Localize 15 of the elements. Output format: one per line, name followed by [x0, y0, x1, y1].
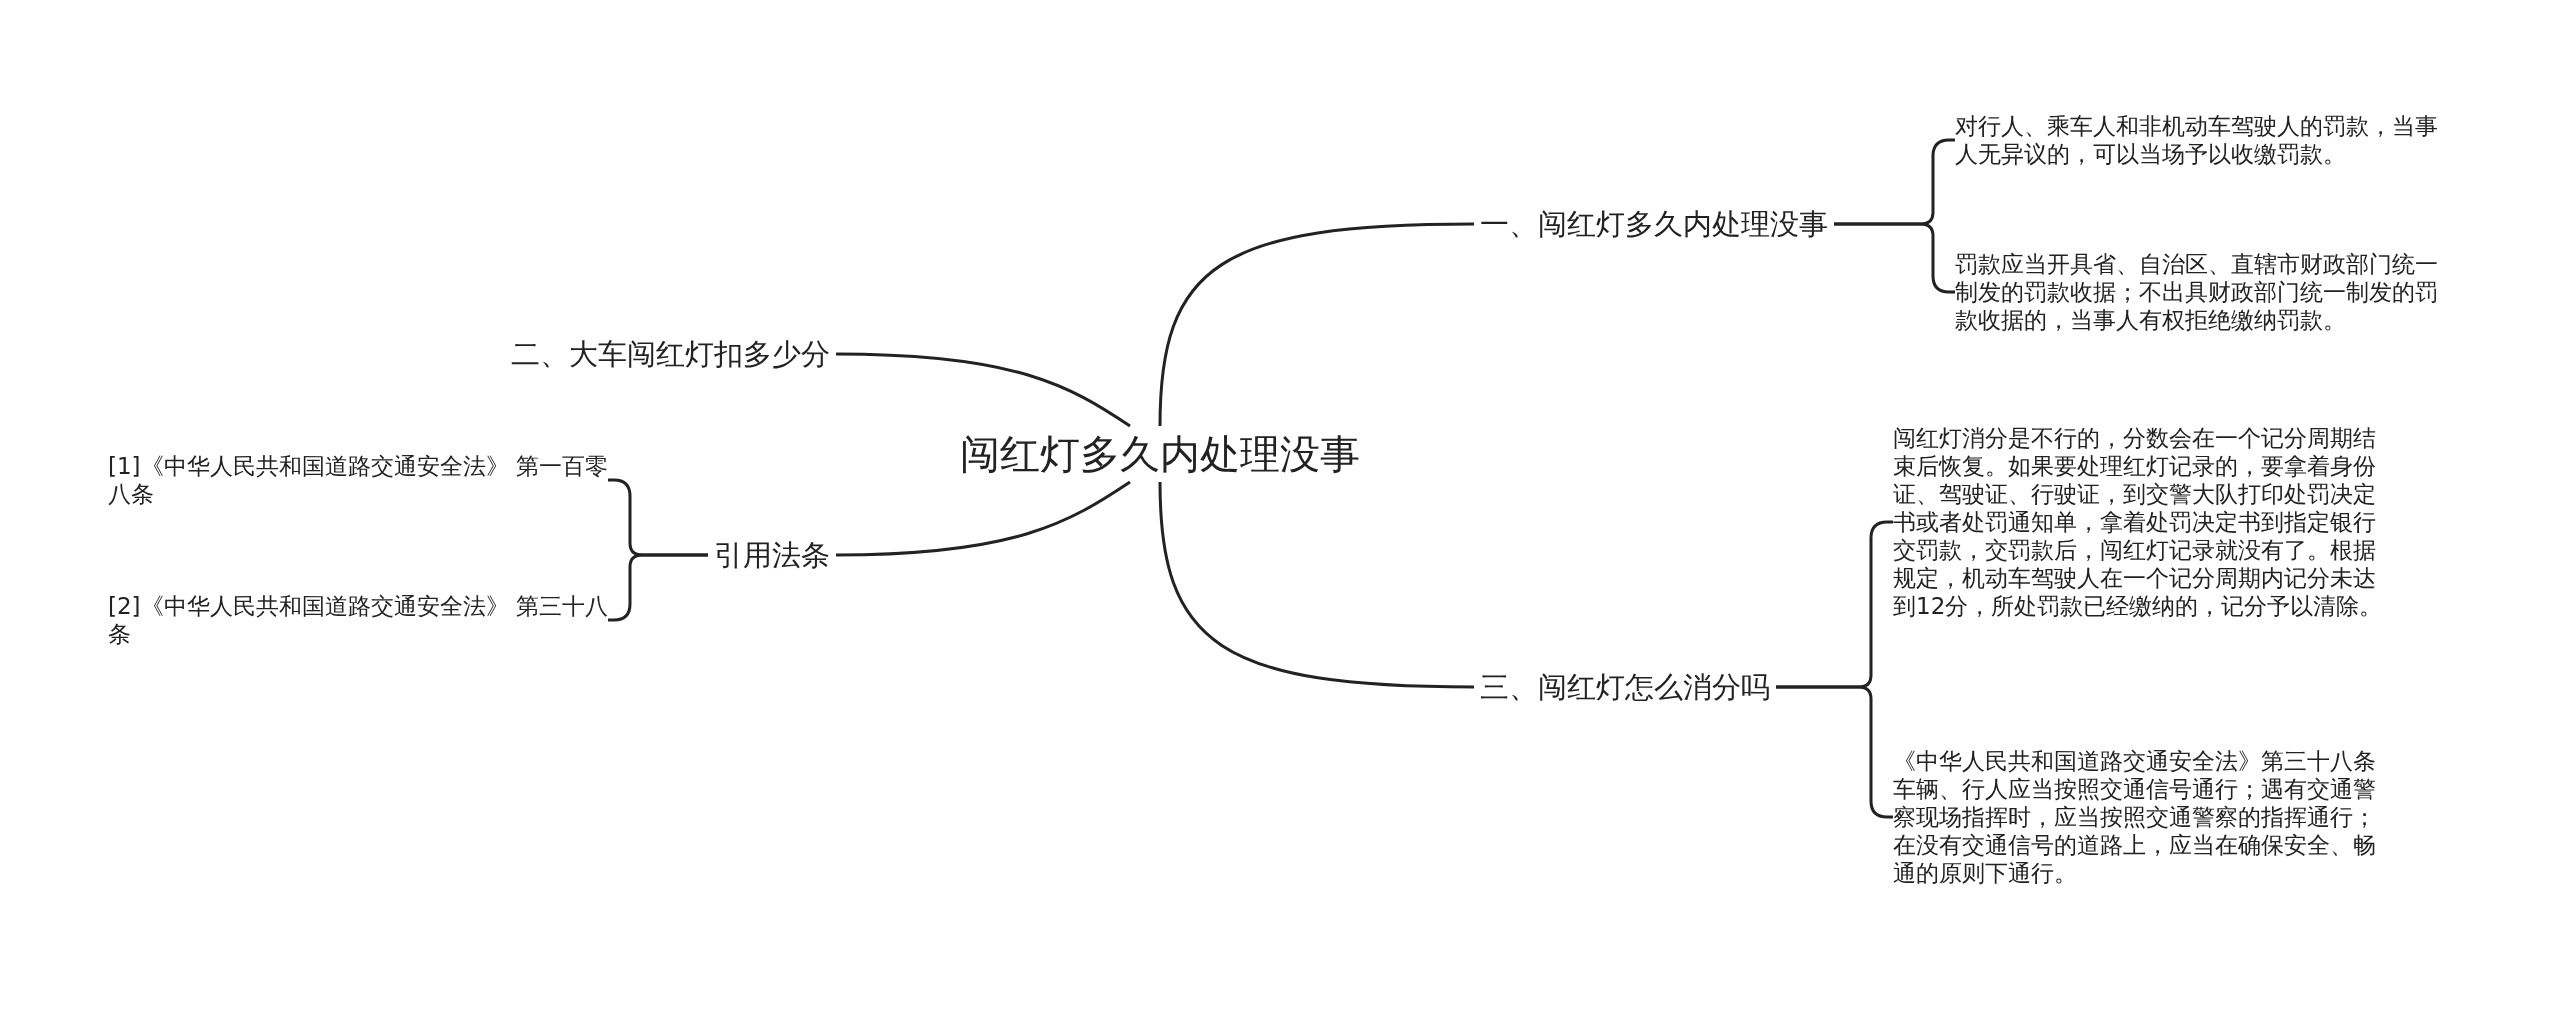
leaf-text: 《中华人民共和国道路交通安全法》第三十八条车辆、行人应当按照交通信号通行；遇有交通警察现场指挥时，应当按照交通警察的指挥通行；在没有交通信号的道路上，应当在确保安全、畅通的原则下通行。 — [1893, 747, 2393, 887]
leaf-text: 对行人、乘车人和非机动车驾驶人的罚款，当事人无异议的，可以当场予以收缴罚款。 — [1955, 112, 2455, 168]
leaf-text: 闯红灯消分是不行的，分数会在一个记分周期结束后恢复。如果要处理红灯记录的，要拿着身份证、驾驶证、行驶证，到交警大队打印处罚决定书或者处罚通知单，拿着处罚决定书到指定银行交罚款，交罚款后，闯红灯记录就没有了。根据规定，机动车驾驶人在一个记分周期内记分未达到12分，所处罚款已经缴纳的，记分予以清除。 — [1893, 424, 2393, 620]
branch-topic: 二、大车闯红灯扣多少分 — [460, 334, 830, 374]
connector-line — [1158, 222, 1475, 427]
leaf-text: [2]《中华人民共和国道路交通安全法》 第三十八条 — [108, 592, 608, 648]
branch-topic: 引用法条 — [660, 535, 830, 575]
connector-line — [1158, 481, 1475, 689]
leaf-text: [1]《中华人民共和国道路交通安全法》 第一百零八条 — [108, 452, 608, 508]
leaf-text: 罚款应当开具省、自治区、直辖市财政部门统一制发的罚款收据；不出具财政部门统一制发的罚款收据的，当事人有权拒绝缴纳罚款。 — [1955, 250, 2455, 334]
central-topic: 闯红灯多久内处理没事 — [930, 426, 1390, 482]
branch-topic: 一、闯红灯多久内处理没事 — [1480, 204, 1880, 244]
branch-topic: 三、闯红灯怎么消分吗 — [1480, 667, 1820, 707]
connector-line — [835, 480, 1131, 557]
connector-line — [835, 352, 1131, 428]
